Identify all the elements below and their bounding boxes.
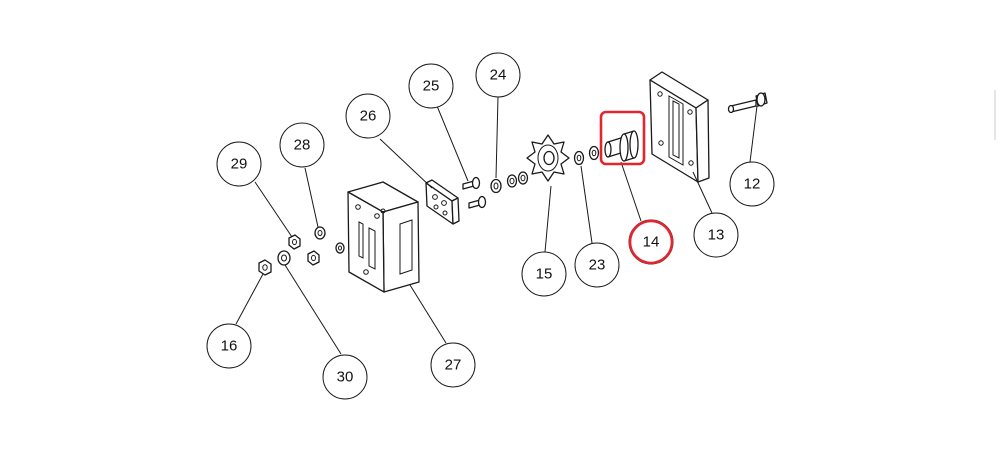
part-24-spacers: [490, 171, 529, 194]
callout-24-label: 24: [490, 67, 507, 84]
callout-25-label: 25: [423, 78, 440, 95]
part-27-bracket: [347, 181, 420, 293]
part-14-stub-shaft: [604, 130, 639, 162]
leader-lines: [235, 96, 758, 355]
callout-27-label: 27: [445, 357, 462, 374]
callout-28: 28: [279, 122, 325, 168]
callout-14-highlight-circle: [628, 219, 674, 265]
callout-27: 27: [430, 342, 476, 388]
callout-13-label: 13: [708, 227, 725, 244]
callout-29-label: 29: [231, 156, 248, 173]
callout-26: 26: [345, 93, 391, 139]
part-25-bolts: [462, 176, 487, 209]
part-23-washers: [573, 145, 600, 166]
part-16-nut: [258, 259, 272, 276]
part-12-bolt: [727, 92, 768, 114]
nut-inner: [307, 250, 320, 266]
callout-23-label: 23: [589, 257, 606, 274]
part-15-sprocket: [526, 134, 570, 182]
callout-30-label: 30: [337, 369, 354, 386]
part-28-washer: [314, 226, 326, 240]
part-30-washer: [277, 250, 291, 266]
callout-25: 25: [408, 63, 454, 109]
washers-inner: [335, 242, 345, 254]
callout-28-label: 28: [294, 137, 311, 154]
callout-30: 30: [322, 354, 368, 400]
callout-29: 29: [216, 141, 262, 187]
callout-12-label: 12: [744, 176, 761, 193]
callout-24: 24: [475, 52, 521, 98]
callout-23: 23: [574, 242, 620, 288]
callout-26-label: 26: [360, 108, 377, 125]
callout-15: 15: [521, 251, 567, 297]
part-13-mounting-plate: [649, 71, 710, 183]
callout-15-label: 15: [536, 266, 553, 283]
part-26-plate: [425, 179, 460, 225]
callout-16-label: 16: [221, 338, 238, 355]
callout-16: 16: [206, 323, 252, 369]
callout-14-label: 14: [643, 234, 660, 251]
part-29-nut: [288, 234, 301, 250]
part-14-highlight-box: [599, 110, 646, 166]
callout-13: 13: [693, 212, 739, 258]
callout-12: 12: [729, 161, 775, 207]
